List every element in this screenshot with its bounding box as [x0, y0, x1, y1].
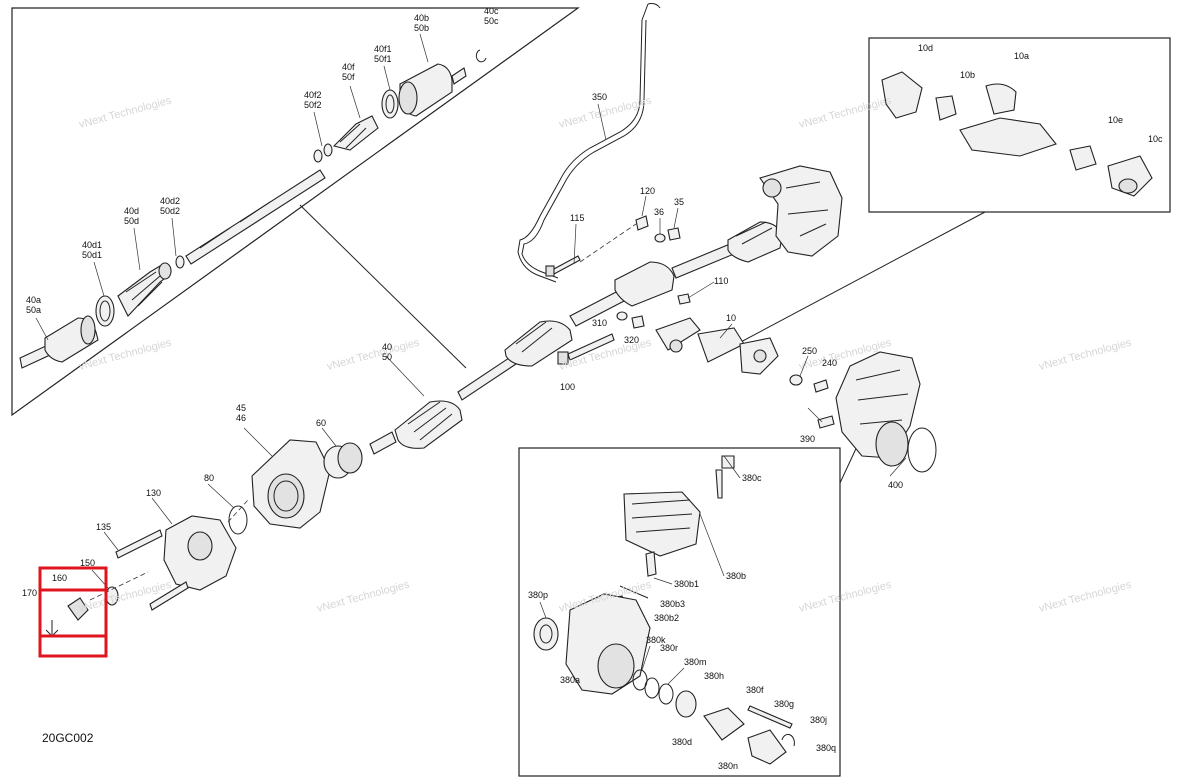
part-label: 80: [204, 473, 214, 483]
part-label: 60: [316, 418, 326, 428]
part-label: 35: [674, 197, 684, 207]
part-label: 380h: [704, 671, 724, 681]
coupling-detail: [881, 71, 1153, 197]
highlight-lower-rect: [38, 588, 108, 658]
main-axle-assembly: [45, 3, 937, 637]
part-label: 40c: [484, 6, 499, 16]
part-label: 380b1: [674, 579, 699, 589]
part-label: 170: [22, 588, 37, 598]
part-label: 40a: [26, 295, 41, 305]
watermark: vNext Technologies: [1038, 579, 1134, 615]
part-label: 350: [592, 92, 607, 102]
part-label: 380k: [646, 635, 666, 645]
diagram-code: 20GC002: [42, 731, 94, 745]
part-label: 10c: [1148, 134, 1163, 144]
part-label: 320: [624, 335, 639, 345]
watermark: vNext Technologies: [316, 579, 412, 615]
part-label: 46: [236, 413, 246, 423]
leader-lines: [35, 33, 907, 685]
watermark: vNext Technologies: [326, 337, 422, 373]
part-label: 10b: [960, 70, 975, 80]
part-label: 380b3: [660, 599, 685, 609]
part-label: 240: [822, 358, 837, 368]
part-label: 50a: [26, 305, 41, 315]
part-label: 400: [888, 480, 903, 490]
watermark: vNext Technologies: [798, 579, 894, 615]
part-label: 40f: [342, 62, 355, 72]
part-label: 310: [592, 318, 607, 328]
panel-pointer-line: [299, 204, 467, 369]
part-label: 50d1: [82, 250, 102, 260]
part-label: 40d: [124, 206, 139, 216]
part-label: 40f2: [304, 90, 322, 100]
coupling-detail-panel: [868, 37, 1171, 213]
part-label: 250: [802, 346, 817, 356]
part-label: 50f: [342, 72, 355, 82]
part-label: 390: [800, 434, 815, 444]
part-label: 40f1: [374, 44, 392, 54]
part-label: 50f2: [304, 100, 322, 110]
part-label: 50: [382, 352, 392, 362]
watermarks: vNext Technologies vNext Technologies vN…: [78, 95, 1134, 615]
part-label: 40: [382, 342, 392, 352]
part-labels: 40a 50a 40d1 50d1 40d 50d 40d2 50d2 40f2…: [22, 6, 1163, 771]
shaft-detail-panel: [11, 7, 580, 417]
part-label: 40b: [414, 13, 429, 23]
differential-detail: [533, 455, 795, 765]
part-label: 380r: [660, 643, 678, 653]
part-label: 380g: [774, 699, 794, 709]
half-shaft-exploded: [19, 49, 487, 369]
part-label: 380j: [810, 715, 827, 725]
part-label: 110: [714, 276, 728, 286]
part-label: 50f1: [374, 54, 392, 64]
watermark: vNext Technologies: [78, 579, 174, 615]
part-label: 380d: [672, 737, 692, 747]
part-label: 380a: [560, 675, 580, 685]
differential-detail-panel: [518, 447, 841, 777]
watermark: vNext Technologies: [1038, 337, 1134, 373]
part-label: 150: [80, 558, 95, 568]
part-label: 135: [96, 522, 111, 532]
part-label: 380c: [742, 473, 762, 483]
part-label: 50d: [124, 216, 139, 226]
part-label: 40d1: [82, 240, 102, 250]
part-label: 380b: [726, 571, 746, 581]
part-label: 115: [570, 213, 584, 223]
part-label: 380p: [528, 590, 548, 600]
part-label: 380f: [746, 685, 764, 695]
part-label: 160: [52, 573, 67, 583]
part-label: 50d2: [160, 206, 180, 216]
part-label: 100: [560, 382, 575, 392]
highlight-box: [38, 566, 108, 658]
part-label: 380b2: [654, 613, 679, 623]
part-label: 50c: [484, 16, 499, 26]
part-label: 380n: [718, 761, 738, 771]
part-label: 10: [726, 313, 736, 323]
coupling-pointer-line: [721, 211, 986, 353]
part-label: 45: [236, 403, 246, 413]
part-label: 130: [146, 488, 161, 498]
part-label: 40d2: [160, 196, 180, 206]
watermark: vNext Technologies: [78, 95, 174, 131]
part-label: 10d: [918, 43, 933, 53]
watermark: vNext Technologies: [798, 95, 894, 131]
part-label: 380q: [816, 743, 836, 753]
part-label: 10a: [1014, 51, 1029, 61]
part-label: 120: [640, 186, 655, 196]
part-label: 36: [654, 207, 664, 217]
part-label: 380m: [684, 657, 707, 667]
part-label: 10e: [1108, 115, 1123, 125]
part-label: 50b: [414, 23, 429, 33]
